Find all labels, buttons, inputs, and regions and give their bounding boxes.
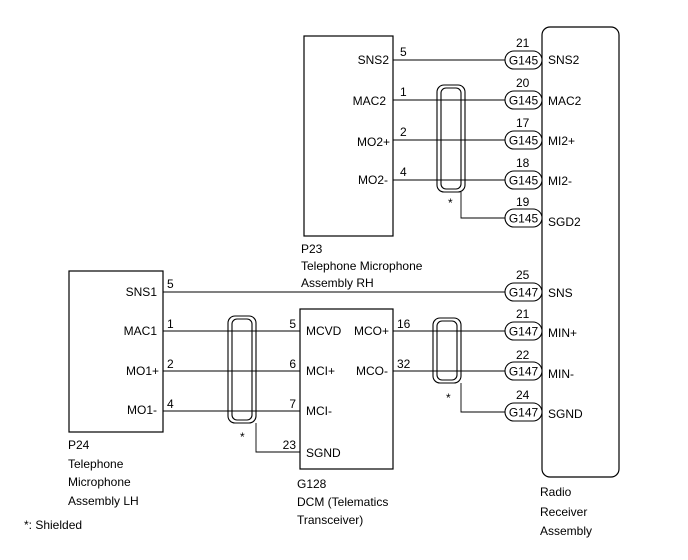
g128-pin-mcom-label: MCO-: [356, 364, 388, 378]
p24-code: P24: [68, 438, 90, 452]
pin-number: 4: [400, 165, 407, 179]
shield-p23-upper: [436, 84, 466, 193]
pin-number: 6: [289, 357, 296, 371]
pin-number: 1: [400, 85, 407, 99]
pin-number: 22: [516, 348, 530, 362]
p24-pin-mo1p-label: MO1+: [126, 364, 159, 378]
connector-g147-sns: G147: [504, 282, 543, 302]
shield-p24-outer: [227, 315, 257, 424]
radio-pin-mi2p-label: MI2+: [548, 134, 575, 148]
radio-pin-sgnd-label: SGND: [548, 407, 583, 421]
radio-pin-sns2-label: SNS2: [548, 53, 580, 67]
p24-name-line2: Microphone: [68, 475, 131, 489]
shield-g128-inner: [436, 320, 458, 381]
pin-number: 24: [516, 388, 530, 402]
connector-g145-label: G145: [509, 134, 539, 148]
g128-pin-mcvd-label: MCVD: [306, 324, 342, 338]
connector-g147-label: G147: [509, 365, 539, 379]
connector-g145-sns2: G145: [504, 50, 543, 70]
radio-pin-mi2m-label: MI2-: [548, 174, 572, 188]
p23-code: P23: [301, 242, 323, 256]
p24-box: [68, 270, 164, 433]
p23-pin-sns2-label: SNS2: [358, 53, 390, 67]
g128-pin-mcim-label: MCI-: [306, 404, 332, 418]
pin-number: 17: [516, 116, 530, 130]
shield-p24-inner: [231, 318, 253, 421]
connector-g145-sgd2: G145: [504, 208, 543, 228]
shield-mark-p24: *: [240, 430, 245, 444]
connector-g145-label: G145: [509, 94, 539, 108]
shield-p23-inner: [440, 87, 462, 190]
connector-g147-minp: G147: [504, 321, 543, 341]
p23-name-line2: Assembly RH: [301, 276, 374, 290]
g128-pin-mcip-label: MCI+: [306, 364, 335, 378]
g128-name-line2: Transceiver): [297, 513, 363, 527]
pin-number: 1: [167, 317, 174, 331]
shield-g128-outer: [432, 317, 462, 384]
p23-pin-mo2p-label: MO2+: [357, 135, 390, 149]
radio-pin-sns-label: SNS: [548, 286, 573, 300]
radio-receiver-box: [541, 26, 620, 478]
wire-shield-drain-g128-sgnd: [255, 423, 300, 453]
p24-name-line3: Assembly LH: [68, 494, 139, 508]
g128-pin-sgnd-label: SGND: [306, 446, 341, 460]
pin-number: 2: [167, 357, 174, 371]
pin-number: 5: [400, 45, 407, 59]
radio-pin-minm-label: MIN-: [548, 367, 574, 381]
pin-number: 16: [397, 317, 411, 331]
g128-box: [299, 308, 394, 470]
radio-pin-mac2-label: MAC2: [548, 94, 582, 108]
g128-pin-mcop-label: MCO+: [354, 324, 389, 338]
p24-pin-sns1-label: SNS1: [126, 285, 158, 299]
p23-name-line1: Telephone Microphone: [301, 259, 423, 273]
p23-pin-mac2-label: MAC2: [353, 94, 387, 108]
radio-pin-sgd2-label: SGD2: [548, 215, 581, 229]
pin-number: 7: [289, 397, 296, 411]
pin-number: 2: [400, 125, 407, 139]
shield-mark-g128: *: [446, 391, 451, 405]
connector-g147-sgnd: G147: [504, 402, 543, 422]
p24-name-line1: Telephone: [68, 457, 124, 471]
shield-mark-p23: *: [448, 196, 453, 210]
pin-number: 32: [397, 357, 411, 371]
pin-number: 21: [516, 307, 530, 321]
g128-code: G128: [297, 477, 327, 491]
pin-number: 21: [516, 36, 530, 50]
pin-number: 23: [283, 438, 297, 452]
connector-g147-minm: G147: [504, 361, 543, 381]
p24-pin-mac1-label: MAC1: [124, 324, 158, 338]
connector-g145-label: G145: [509, 174, 539, 188]
pin-number: 5: [167, 277, 174, 291]
g128-name-line1: DCM (Telematics: [297, 495, 388, 509]
connector-g145-label: G145: [509, 54, 539, 68]
p23-pin-mo2m-label: MO2-: [358, 173, 388, 187]
legend-shielded: *: Shielded: [24, 518, 82, 532]
radio-pin-minp-label: MIN+: [548, 326, 577, 340]
connector-g145-mac2: G145: [504, 90, 543, 110]
pin-number: 25: [516, 268, 530, 282]
pin-number: 20: [516, 76, 530, 90]
connector-g147-label: G147: [509, 286, 539, 300]
p23-box: [303, 35, 394, 237]
connector-g145-mi2p: G145: [504, 130, 543, 150]
radio-name-line1: Radio: [540, 485, 572, 499]
pin-number: 18: [516, 156, 530, 170]
connector-g147-label: G147: [509, 325, 539, 339]
pin-number: 4: [167, 397, 174, 411]
wire-shield-drain-radio-sgnd: [460, 383, 505, 413]
connector-g147-label: G147: [509, 406, 539, 420]
radio-name-line2: Receiver: [540, 505, 587, 519]
connector-g145-label: G145: [509, 212, 539, 226]
radio-name-line3: Assembly: [540, 524, 592, 538]
wire-shield-drain-sgd2: [460, 192, 505, 219]
pin-number: 19: [516, 195, 530, 209]
p24-pin-mo1m-label: MO1-: [127, 403, 157, 417]
pin-number: 5: [289, 317, 296, 331]
connector-g145-mi2m: G145: [504, 170, 543, 190]
